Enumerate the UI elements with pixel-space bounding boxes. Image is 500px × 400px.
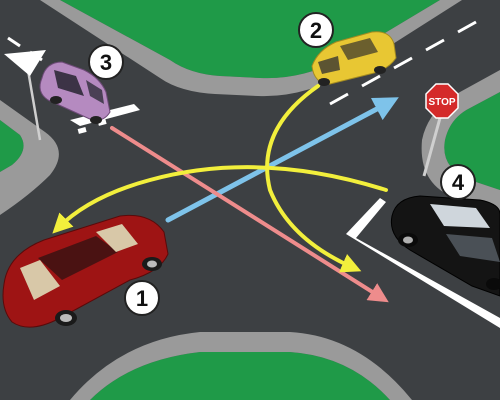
stop-sign-text: STOP: [428, 97, 455, 108]
path-pink: [110, 126, 389, 303]
stop-sign: STOP: [422, 83, 459, 177]
stop-line-4: [346, 198, 500, 328]
grass-bottom: [90, 352, 390, 400]
car-4: [390, 195, 500, 297]
path-blue: [165, 97, 399, 223]
badge-4-text: 4: [452, 170, 465, 195]
grass-left: [0, 120, 24, 172]
path-arrows: [52, 84, 399, 303]
badge-4: 4: [440, 164, 476, 200]
sidewalk-bottom: [70, 332, 412, 400]
badge-3-text: 3: [100, 50, 112, 75]
path-yellow-2: [265, 84, 362, 273]
car-2: [311, 31, 397, 86]
car-3: [39, 61, 111, 124]
badge-2-text: 2: [310, 18, 322, 43]
path-yellow-4: [52, 165, 388, 234]
car-1: [2, 214, 169, 328]
badge-2: 2: [298, 12, 334, 48]
yield-sign: [4, 50, 46, 141]
grass-top: [60, 0, 440, 79]
badge-1: 1: [124, 280, 160, 316]
sidewalk-left: [0, 100, 59, 215]
lane-dashes-right: [329, 20, 477, 106]
badge-1-text: 1: [136, 286, 148, 311]
badge-3: 3: [88, 44, 124, 80]
